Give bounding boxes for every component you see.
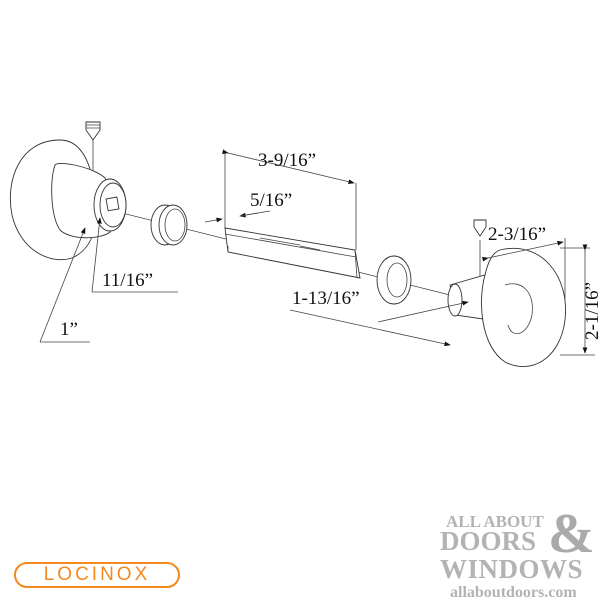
dim-knob-depth: 2-3/16” xyxy=(488,224,546,245)
dim-rose-neck: 1” xyxy=(60,319,78,340)
watermark-line3: WINDOWS xyxy=(440,554,584,584)
dimension-lines xyxy=(39,149,595,356)
dim-spindle-length: 3-9/16” xyxy=(258,150,316,171)
right-knob xyxy=(447,247,566,367)
dim-shank-diameter: 11/16” xyxy=(102,270,153,291)
dim-knob-diameter: 2-1/16” xyxy=(582,282,600,340)
right-ring xyxy=(376,255,412,305)
watermark-line1: ALL ABOUT xyxy=(446,512,544,531)
locinox-logo: LOCINOX xyxy=(14,562,180,588)
left-knob-rose xyxy=(9,139,127,261)
watermark-ampersand: & xyxy=(548,503,595,565)
spindle xyxy=(224,227,361,279)
dim-projection: 1-13/16” xyxy=(292,288,360,309)
watermark-line2: DOORS xyxy=(440,526,537,556)
left-ring xyxy=(150,204,188,246)
dim-spindle-offset: 5/16” xyxy=(250,190,292,211)
watermark-url: allaboutdoors.com xyxy=(450,584,577,600)
